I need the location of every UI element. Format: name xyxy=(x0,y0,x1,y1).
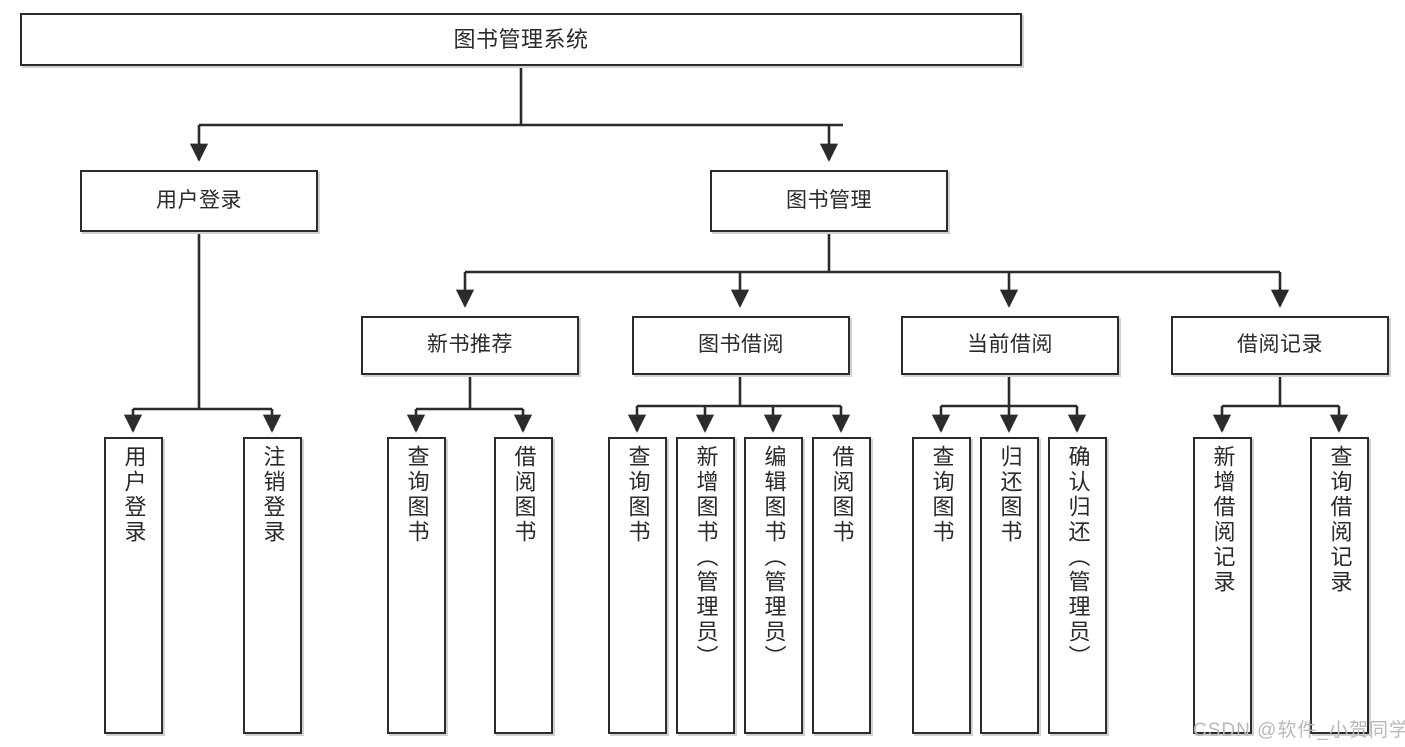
watermark-text: CSDN @软件_小贺同学 xyxy=(1193,720,1405,741)
node-label: 新增借阅记录 xyxy=(1210,445,1236,595)
node-label: 借阅图书 xyxy=(829,445,855,545)
node-label: 查询图书 xyxy=(929,445,955,545)
node-label: 图书借阅 xyxy=(698,333,784,357)
leaf-user-login-logout[interactable]: 注销登录 xyxy=(243,437,302,734)
node-label: 用户登录 xyxy=(121,445,147,545)
leaf-borrow-record-add-record[interactable]: 新增借阅记录 xyxy=(1193,437,1252,734)
node-label: 新书推荐 xyxy=(427,333,513,357)
leaf-current-borrow-query-book[interactable]: 查询图书 xyxy=(912,437,971,734)
leaf-new-book-query-book[interactable]: 查询图书 xyxy=(387,437,446,734)
node-label: 查询图书 xyxy=(625,445,651,545)
leaf-borrow-record-query-record[interactable]: 查询借阅记录 xyxy=(1310,437,1369,734)
node-root-book-management-system[interactable]: 图书管理系统 xyxy=(20,13,1022,66)
leaf-book-borrow-borrow-book[interactable]: 借阅图书 xyxy=(812,437,871,734)
node-borrow-record[interactable]: 借阅记录 xyxy=(1171,316,1389,375)
node-label: 借阅图书 xyxy=(511,445,537,545)
leaf-book-borrow-add-book-admin[interactable]: 新增图书（管理员） xyxy=(676,437,735,734)
node-label: 注销登录 xyxy=(260,445,286,545)
node-label: 确认归还（管理员） xyxy=(1065,445,1091,670)
node-book-management[interactable]: 图书管理 xyxy=(710,170,948,232)
node-label: 当前借阅 xyxy=(967,333,1053,357)
node-label: 查询图书 xyxy=(404,445,430,545)
node-label: 图书管理系统 xyxy=(453,26,589,52)
node-book-borrow[interactable]: 图书借阅 xyxy=(632,316,850,375)
node-current-borrow[interactable]: 当前借阅 xyxy=(901,316,1119,375)
leaf-book-borrow-edit-book-admin[interactable]: 编辑图书（管理员） xyxy=(744,437,803,734)
leaf-book-borrow-query-book[interactable]: 查询图书 xyxy=(608,437,667,734)
node-new-book-recommend[interactable]: 新书推荐 xyxy=(361,316,579,375)
leaf-new-book-borrow-book[interactable]: 借阅图书 xyxy=(494,437,553,734)
node-label: 用户登录 xyxy=(156,188,242,212)
leaf-current-borrow-confirm-return-admin[interactable]: 确认归还（管理员） xyxy=(1048,437,1107,734)
node-label: 借阅记录 xyxy=(1237,333,1323,357)
node-label: 图书管理 xyxy=(786,188,872,212)
node-user-login[interactable]: 用户登录 xyxy=(80,170,318,232)
node-label: 编辑图书（管理员） xyxy=(761,445,787,670)
node-label: 归还图书 xyxy=(997,445,1023,545)
leaf-current-borrow-return-book[interactable]: 归还图书 xyxy=(980,437,1039,734)
leaf-user-login-login[interactable]: 用户登录 xyxy=(104,437,163,734)
node-label: 查询借阅记录 xyxy=(1327,445,1353,595)
node-label: 新增图书（管理员） xyxy=(693,445,719,670)
